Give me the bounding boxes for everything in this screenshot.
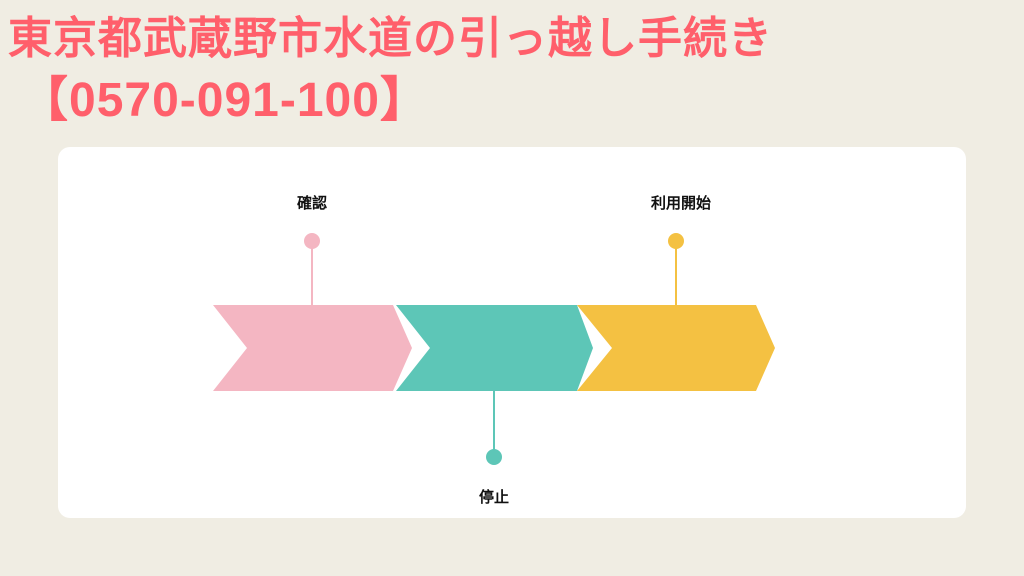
step-1-dot [304,233,320,249]
step-2-chevron [396,305,593,391]
page-title: 東京都武蔵野市水道の引っ越し手続き 【0570-091-100】 [8,8,773,132]
step-1-chevron [213,305,412,391]
step-3-dot [668,233,684,249]
step-2-dot [486,449,502,465]
step-3-label: 利用開始 [650,194,712,212]
title-phone: 【0570-091-100】 [20,74,429,127]
step-2-label: 停止 [478,488,510,506]
step-3-chevron [577,305,775,391]
title-line1: 東京都武蔵野市水道の引っ越し手続き [8,13,773,64]
step-1-label: 確認 [296,194,328,212]
